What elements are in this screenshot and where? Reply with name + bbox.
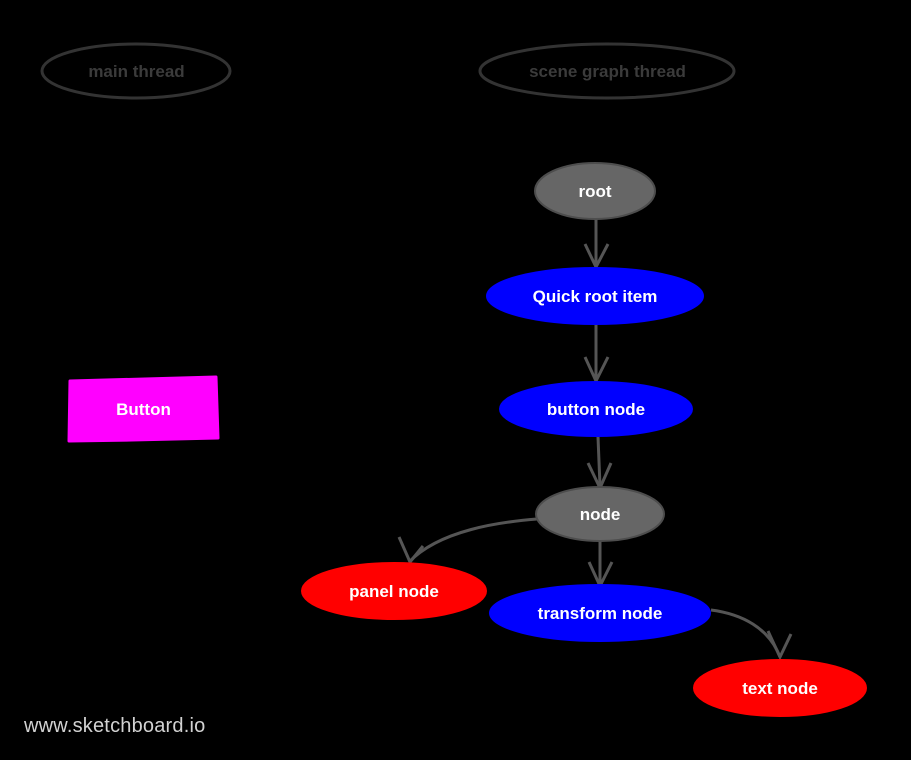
- lane-scene-graph-thread-ellipse[interactable]: [478, 42, 736, 100]
- arrowhead-icon: [766, 630, 793, 661]
- node-root-shape[interactable]: [534, 162, 656, 220]
- node-button-node-shape[interactable]: [499, 381, 693, 437]
- edge-line: [596, 436, 602, 487]
- watermark-sketchboard: www.sketchboard.io: [24, 715, 206, 737]
- edge-node-to-transform-node[interactable]: [587, 541, 614, 590]
- edge-transform-node-to-text-node[interactable]: [710, 608, 793, 661]
- node-text-node-shape[interactable]: [693, 659, 867, 717]
- lane-main-thread-ellipse[interactable]: [40, 42, 232, 100]
- edge-root-to-quick-root-item[interactable]: [583, 219, 610, 271]
- node-node-shape[interactable]: [535, 486, 665, 542]
- edge-line: [407, 517, 538, 564]
- node-quick-root-item-shape[interactable]: [486, 267, 704, 325]
- edge-quick-root-item-to-button-node[interactable]: [583, 324, 610, 385]
- arrowhead-icon: [583, 243, 610, 271]
- arrowhead-icon: [397, 536, 425, 565]
- edge-button-node-to-node[interactable]: [586, 436, 613, 492]
- edge-node-to-panel-node[interactable]: [397, 517, 538, 565]
- node-transform-node-shape[interactable]: [489, 584, 711, 642]
- node-button-rect-shape[interactable]: [67, 375, 220, 443]
- node-panel-node-shape[interactable]: [301, 562, 487, 620]
